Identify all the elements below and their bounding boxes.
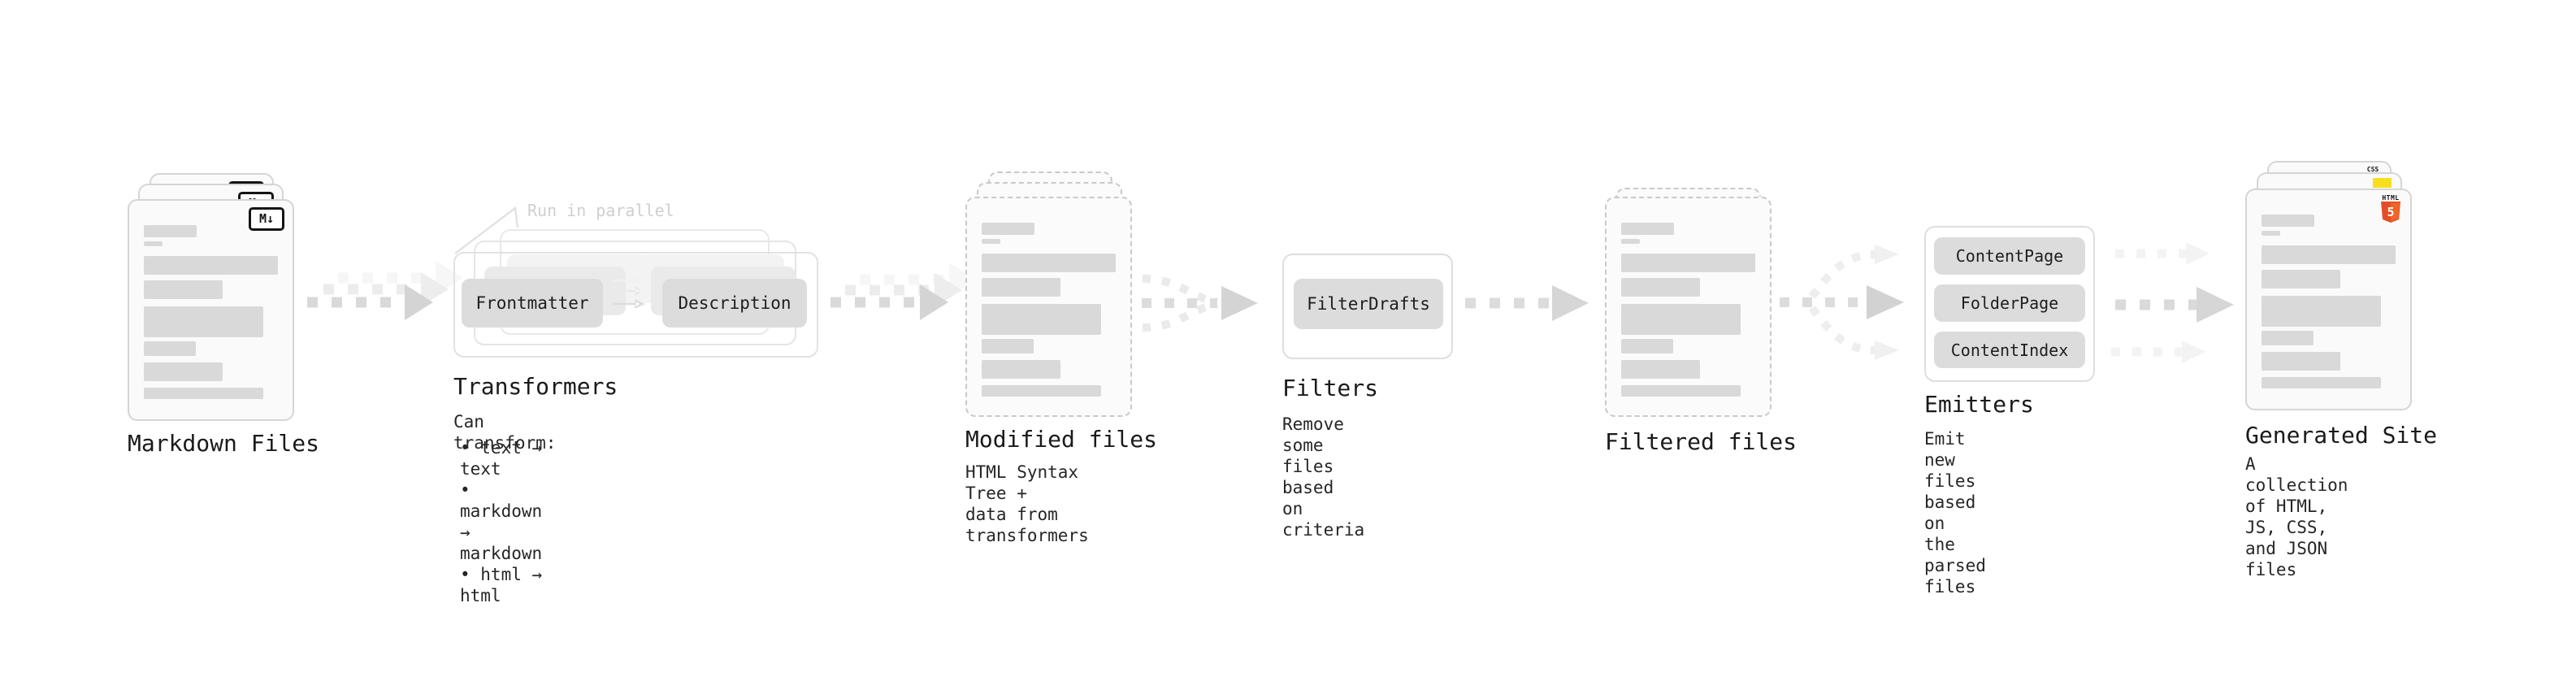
modified-files-description: HTML Syntax Tree + data from transformer… — [965, 462, 1089, 545]
placeholder-line — [2262, 352, 2340, 371]
placeholder-line — [1621, 278, 1700, 297]
placeholder-line — [982, 239, 1000, 244]
placeholder-line — [1621, 360, 1700, 379]
placeholder-line — [2262, 377, 2381, 388]
placeholder-line — [144, 362, 223, 381]
markdown-file-card: M↓ — [128, 199, 294, 421]
placeholder-line — [982, 278, 1060, 297]
filters-heading: Filters — [1282, 375, 1379, 401]
generated-site-heading: Generated Site — [2245, 422, 2438, 449]
transformer-frontmatter-box: Frontmatter — [462, 279, 603, 327]
emitter-contentpage-box: ContentPage — [1934, 237, 2085, 275]
emitter-folderpage-box: FolderPage — [1934, 284, 2085, 322]
placeholder-line — [144, 241, 163, 246]
placeholder-line — [1621, 239, 1640, 244]
transformer-description-box: Description — [662, 279, 807, 327]
html5-shield: 5 — [2381, 202, 2400, 223]
placeholder-line — [2262, 245, 2396, 264]
generated-site-description: A collection of HTML, JS, CSS, and JSON … — [2245, 454, 2348, 579]
transformers-subtitle: Can transform: — [453, 412, 557, 453]
placeholder-line — [982, 304, 1101, 335]
html5-word: HTML — [2382, 194, 2400, 202]
run-in-parallel-note: Run in parallel — [527, 201, 674, 220]
placeholder-line — [982, 385, 1101, 397]
placeholder-line — [1621, 254, 1755, 272]
placeholder-line — [2262, 270, 2340, 288]
emitters-heading: Emitters — [1924, 391, 2034, 418]
js-icon — [2373, 178, 2392, 188]
placeholder-line — [1621, 223, 1674, 235]
placeholder-line — [2262, 331, 2314, 345]
generated-html-file-card: HTML 5 — [2245, 189, 2412, 410]
placeholder-line — [982, 254, 1116, 272]
markdown-files-label: Markdown Files — [128, 430, 320, 457]
placeholder-line — [982, 339, 1034, 354]
placeholder-line — [144, 306, 263, 337]
arrow-emitters-to-generated — [2111, 242, 2234, 363]
placeholder-line — [982, 360, 1060, 379]
placeholder-line — [144, 341, 196, 356]
html5-icon: HTML 5 — [2380, 194, 2401, 223]
emitters-description: Emit new files based on the parsed files — [1924, 429, 1986, 596]
placeholder-line — [2262, 296, 2381, 327]
modified-file-card — [965, 197, 1132, 417]
arrow-filtered-to-emitters — [1780, 245, 1904, 360]
css-badge-label: CSS — [2366, 166, 2379, 173]
filtered-files-label: Filtered files — [1605, 428, 1798, 455]
mini-arrow-icon — [613, 299, 646, 309]
note-leader-line — [454, 206, 519, 254]
transformers-frame — [453, 252, 818, 358]
placeholder-line — [1621, 304, 1741, 335]
markdown-icon: M↓ — [249, 207, 284, 231]
filter-drafts-box: FilterDrafts — [1294, 279, 1443, 329]
placeholder-line — [144, 280, 223, 299]
svg-text:5: 5 — [2387, 205, 2394, 219]
arrow-filters-to-filtered — [1465, 285, 1589, 321]
arrow-transformers-to-modified — [830, 262, 977, 320]
placeholder-line — [2262, 215, 2314, 227]
arrow-markdown-to-transformers — [307, 261, 463, 320]
placeholder-line — [982, 223, 1034, 235]
transformers-heading: Transformers — [453, 373, 618, 400]
placeholder-line — [2262, 231, 2280, 236]
placeholder-line — [144, 225, 197, 237]
filtered-file-card — [1605, 197, 1772, 417]
filters-description: Remove some files based on criteria — [1282, 414, 1365, 540]
placeholder-line — [144, 256, 278, 275]
emitter-contentindex-box: ContentIndex — [1934, 332, 2085, 368]
modified-files-heading: Modified files — [965, 426, 1158, 453]
transformers-bullets: • text → text • markdown → markdown • ht… — [460, 438, 543, 605]
placeholder-line — [1621, 385, 1741, 397]
placeholder-line — [1621, 339, 1673, 354]
arrow-modified-to-filters — [1142, 275, 1258, 332]
placeholder-line — [144, 388, 263, 399]
